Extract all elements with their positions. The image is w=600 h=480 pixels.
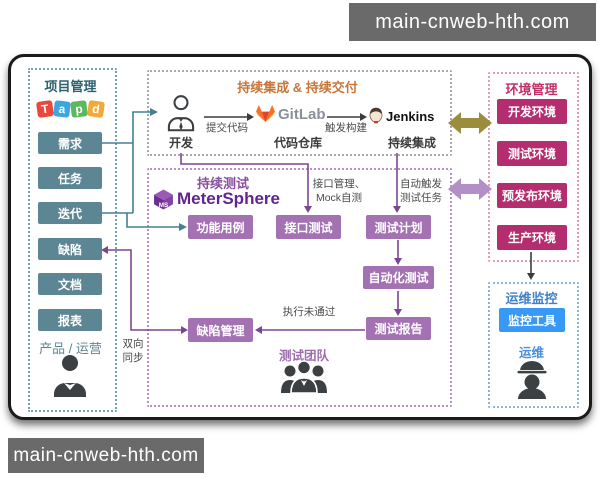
env-staging: 预发布环境 xyxy=(497,183,567,208)
env-dev: 开发环境 xyxy=(497,99,567,124)
product-person-icon xyxy=(51,354,89,398)
auto-trigger-note-line2: 测试任务 xyxy=(400,192,442,204)
jenkins-wordmark: Jenkins xyxy=(386,109,435,124)
project-item-defects: 缺陷 xyxy=(38,238,102,260)
code-repo-label: 代码仓库 xyxy=(273,136,322,150)
ops-panel-title: 运维监控 xyxy=(505,291,558,306)
project-item-tasks: 任务 xyxy=(38,167,102,189)
env-test: 测试环境 xyxy=(497,141,567,166)
project-item-requirements: 需求 xyxy=(38,132,102,154)
trigger-build-label: 触发构建 xyxy=(325,122,367,134)
project-item-reports: 报表 xyxy=(38,309,102,331)
project-item-iterations: 迭代 xyxy=(38,202,102,224)
api-mock-note: 接口管理、 Mock自测 xyxy=(308,177,370,205)
api-mock-note-line2: Mock自测 xyxy=(315,192,363,204)
tapd-tile-p: p xyxy=(70,100,88,118)
api-mock-note-line1: 接口管理、 xyxy=(312,178,366,190)
auto-trigger-note: 自动触发 测试任务 xyxy=(398,177,444,205)
jenkins-icon xyxy=(369,107,383,124)
test-team-label: 测试团队 xyxy=(278,349,329,363)
two-way-sync-line1: 双向 xyxy=(122,338,144,350)
developer-icon xyxy=(165,94,197,132)
two-way-sync-line2: 同步 xyxy=(122,352,144,364)
project-panel-title: 项目管理 xyxy=(44,79,97,94)
watermark-top: main-cnweb-hth.com xyxy=(349,3,596,41)
project-item-documents: 文档 xyxy=(38,273,102,295)
cicd-panel-title: 持续集成 & 持续交付 xyxy=(237,80,358,95)
monitoring-tools-node: 监控工具 xyxy=(499,308,565,332)
ops-role-label: 运维 xyxy=(518,346,544,360)
tapd-tile-a: a xyxy=(53,100,71,118)
node-api-testing: 接口测试 xyxy=(276,215,341,239)
test-team-icon xyxy=(279,360,329,393)
failed-execution-note: 执行未通过 xyxy=(282,306,336,318)
environment-panel-title: 环境管理 xyxy=(505,82,558,97)
node-automated-testing: 自动化测试 xyxy=(363,266,434,289)
environment-panel xyxy=(488,72,579,262)
product-ops-role-label: 产品 / 运营 xyxy=(39,341,102,356)
watermark-bottom: main-cnweb-hth.com xyxy=(8,438,204,473)
two-way-sync-note: 双向 同步 xyxy=(112,337,154,365)
metersphere-wordmark: MeterSphere xyxy=(177,189,280,208)
metersphere-icon: MS xyxy=(153,189,174,210)
developer-label: 开发 xyxy=(168,136,193,150)
auto-trigger-note-line1: 自动触发 xyxy=(400,178,442,190)
node-test-plan: 测试计划 xyxy=(366,215,431,239)
ops-worker-icon xyxy=(514,357,550,399)
svg-text:MS: MS xyxy=(159,202,168,209)
continuous-integration-label: 持续集成 xyxy=(387,136,436,150)
tapd-tile-d: d xyxy=(86,99,106,119)
gitlab-wordmark: GitLab xyxy=(278,106,326,123)
node-functional-cases: 功能用例 xyxy=(188,215,253,239)
gitlab-icon xyxy=(256,105,275,123)
node-defect-management: 缺陷管理 xyxy=(188,318,253,342)
node-test-report: 测试报告 xyxy=(366,317,431,340)
commit-code-label: 提交代码 xyxy=(206,122,248,134)
project-panel xyxy=(28,68,117,412)
ops-panel xyxy=(488,282,579,408)
env-production: 生产环境 xyxy=(497,225,567,250)
tapd-tile-t: T xyxy=(35,99,55,119)
